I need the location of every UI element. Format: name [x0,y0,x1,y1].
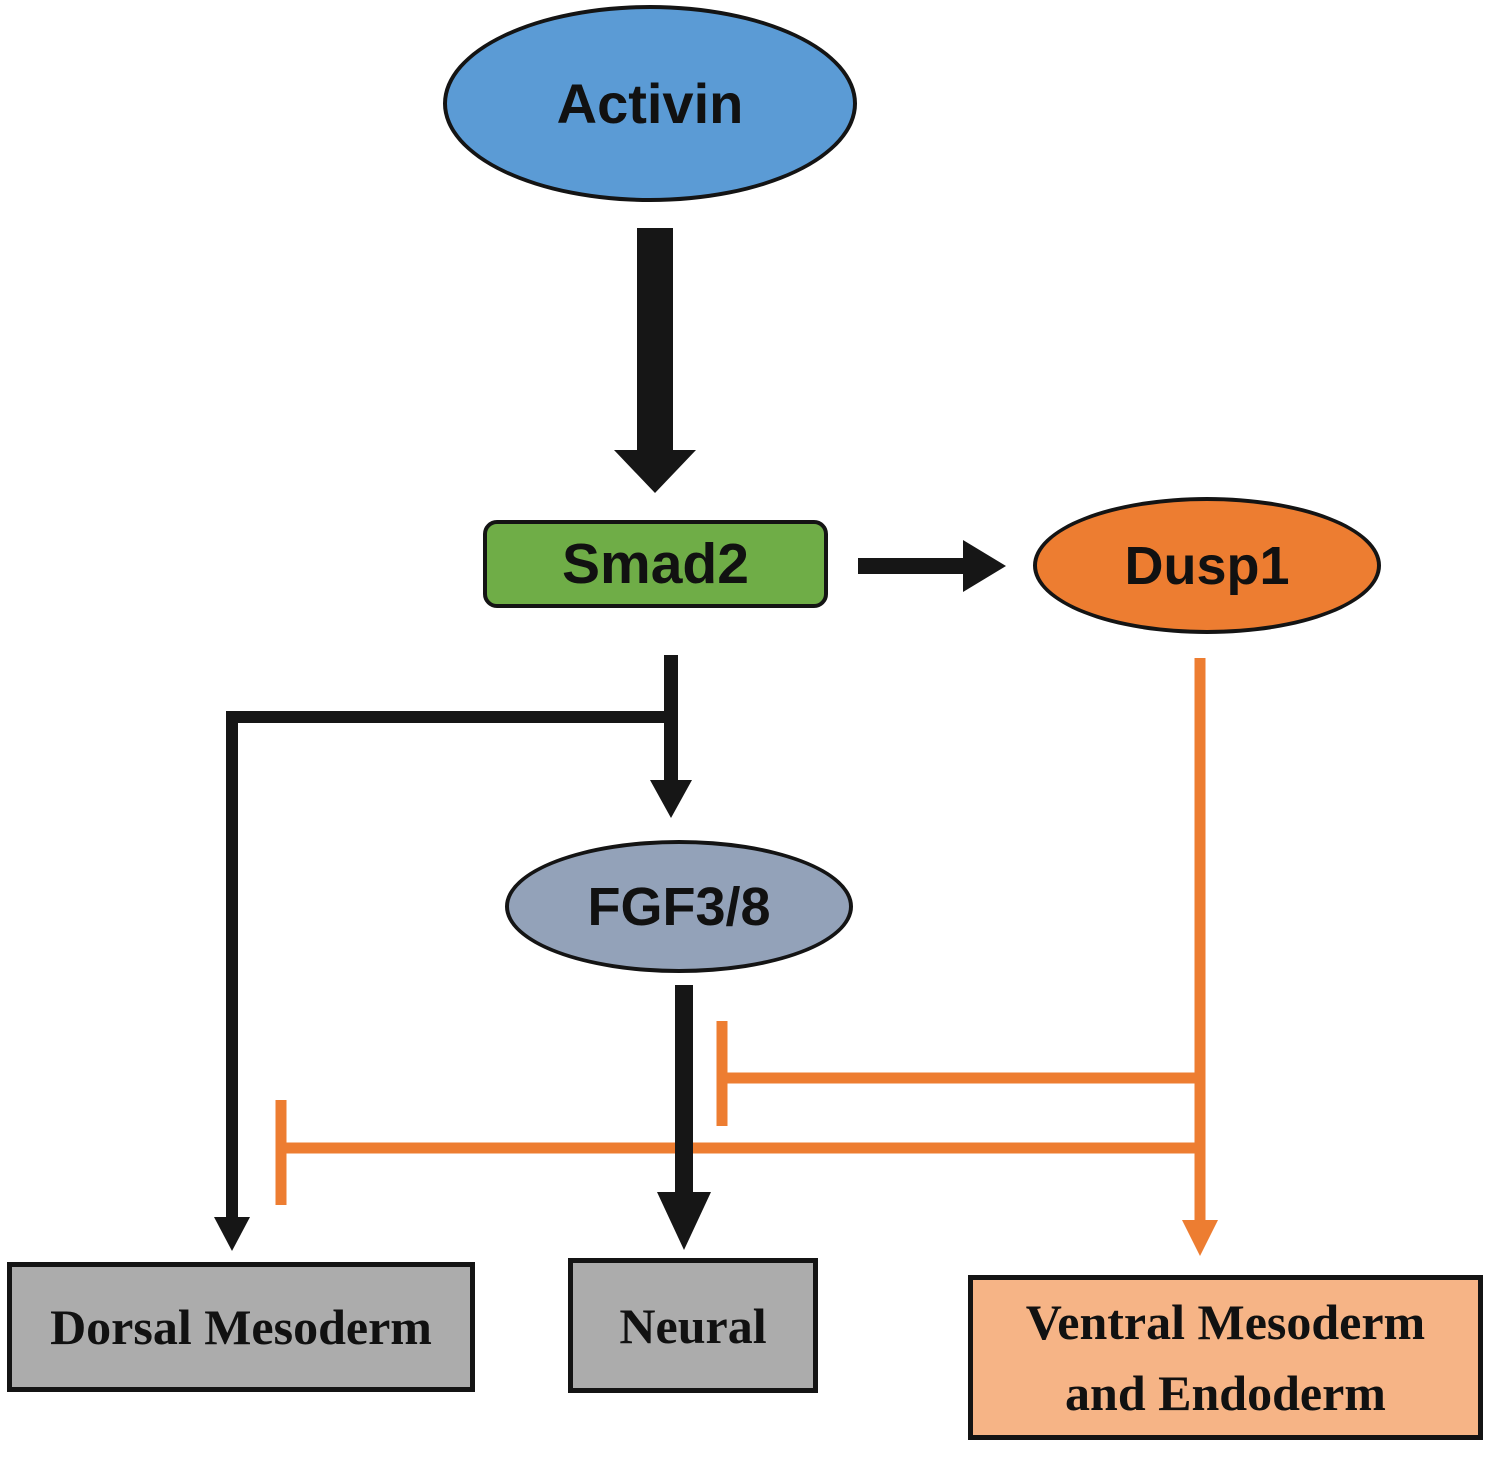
node-fgf38: FGF3/8 [505,840,853,973]
edge-smad2-to-fgf38 [650,655,692,818]
node-activin: Activin [443,5,857,202]
arrowhead-icon [214,1217,250,1251]
arrowhead-icon [1182,1220,1218,1256]
thick-arrow-icon [657,985,711,1250]
node-dusp1: Dusp1 [1033,497,1381,634]
node-neural: Neural [568,1258,818,1393]
edge-activin-to-smad2 [614,228,696,493]
edge-smad2-to-dusp1 [858,540,1006,592]
node-ventral-label-line1: Ventral Mesoderm [1025,1293,1426,1350]
edge-smad2-to-dorsal [214,711,672,1251]
edge-fgf38-to-neural [657,985,711,1250]
node-fgf38-label: FGF3/8 [587,876,771,937]
node-dusp1-label: Dusp1 [1124,535,1290,596]
node-dorsal-mesoderm: Dorsal Mesoderm [7,1262,475,1392]
node-smad2: Smad2 [483,520,828,608]
edge-dusp1-inhibits-neural-branch [716,1021,1205,1126]
node-smad2-label: Smad2 [562,532,749,596]
node-dorsal-mesoderm-label: Dorsal Mesoderm [50,1299,432,1355]
node-neural-label: Neural [619,1297,767,1354]
node-activin-label: Activin [556,72,744,135]
arrow-icon [858,540,1006,592]
node-ventral-label-line2: and Endoderm [1065,1364,1386,1421]
node-ventral-mesoderm-endoderm: Ventral Mesoderm and Endoderm [968,1275,1483,1440]
arrow-icon [650,655,692,818]
thick-arrow-icon [614,228,696,493]
edge-dusp1-inhibits-dorsal-branch [275,1100,1205,1205]
edge-dusp1-to-ventral [1182,658,1218,1256]
